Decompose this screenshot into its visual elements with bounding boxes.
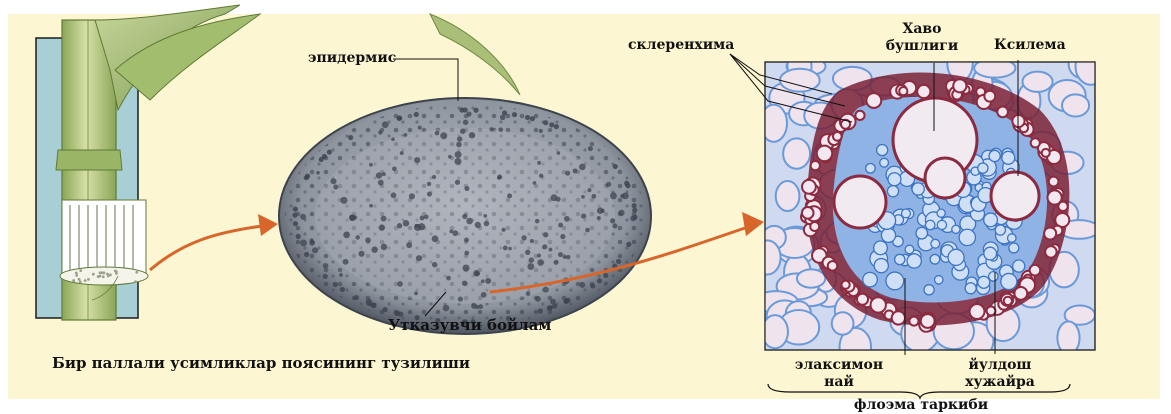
xylem-label: Ксилема xyxy=(994,38,1066,53)
epidermis-label: эпидермис xyxy=(308,51,396,66)
xylem-vessel-center xyxy=(925,158,965,198)
air-cavity-label-line1: Хаво xyxy=(870,22,974,37)
arrowhead-2 xyxy=(742,212,764,236)
companion-cell-label-line2: хужайра xyxy=(940,375,1060,390)
leaf-tip xyxy=(430,14,520,95)
xylem-vessel-right xyxy=(991,172,1039,220)
companion-cell-label-line1: йулдош xyxy=(940,358,1060,373)
sclerenchyma-label: склеренхима xyxy=(628,38,734,53)
stem-cross-section xyxy=(279,98,651,334)
air-cavity-label-line2: бушлиги xyxy=(870,39,974,54)
arrow-stem-to-section xyxy=(150,226,262,270)
conducting-bundle-label: Утказувчи бойлам xyxy=(388,318,551,333)
arrowhead-1 xyxy=(258,214,278,236)
sieve-tube-label-line2: най xyxy=(776,375,902,390)
vascular-bundle-micrograph xyxy=(754,45,1106,366)
sieve-tube-label-line1: элаксимон xyxy=(776,358,902,373)
figure-caption: Бир паллали усимликлар поясининг тузилиш… xyxy=(52,356,470,371)
phloem-composition-label: флоэма таркиби xyxy=(826,398,1016,413)
xylem-vessel-left xyxy=(834,176,886,228)
